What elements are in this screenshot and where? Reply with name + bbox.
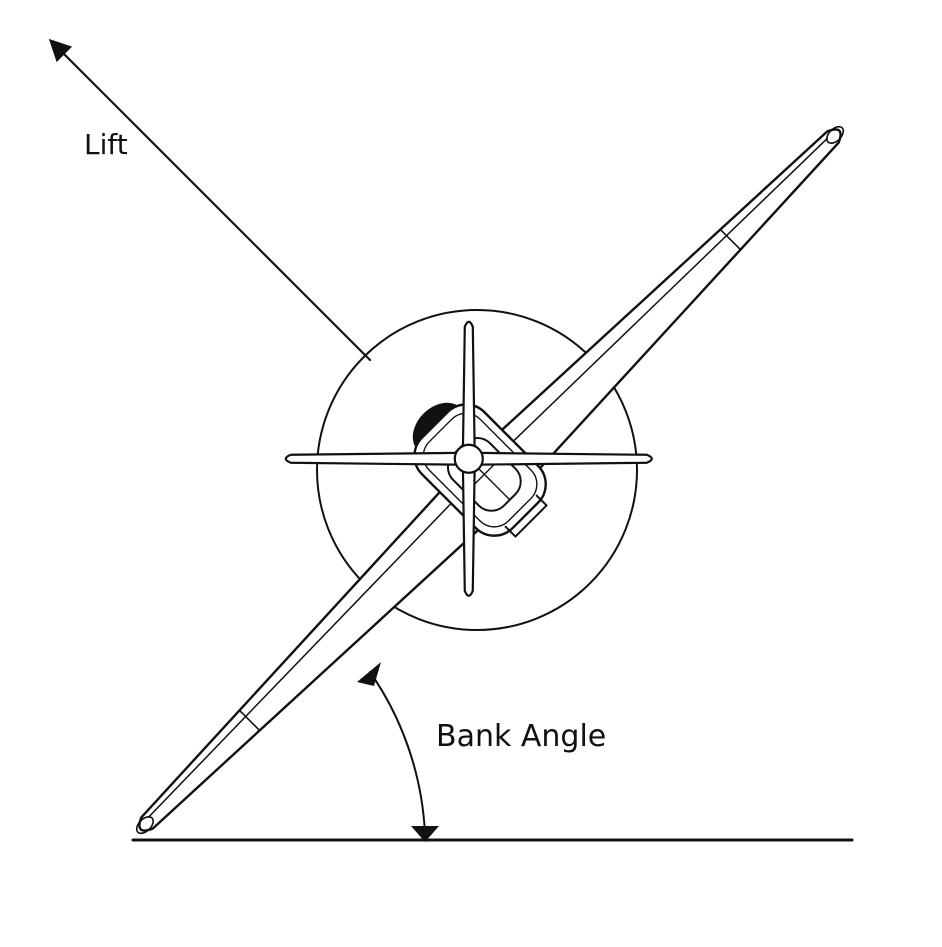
lift-arrow <box>48 38 372 362</box>
bank-angle-arc <box>369 671 426 835</box>
bank-angle-arrowhead-bottom <box>411 826 439 842</box>
bank-angle-arrowhead-top <box>357 662 381 686</box>
bank-angle-label: Bank Angle <box>436 719 607 754</box>
propeller-disc-circle <box>316 309 638 631</box>
wing-right <box>483 128 842 487</box>
lift-label: Lift <box>84 128 128 161</box>
propeller-spinner <box>453 443 484 474</box>
wing-left <box>138 473 497 832</box>
propeller <box>284 320 653 597</box>
